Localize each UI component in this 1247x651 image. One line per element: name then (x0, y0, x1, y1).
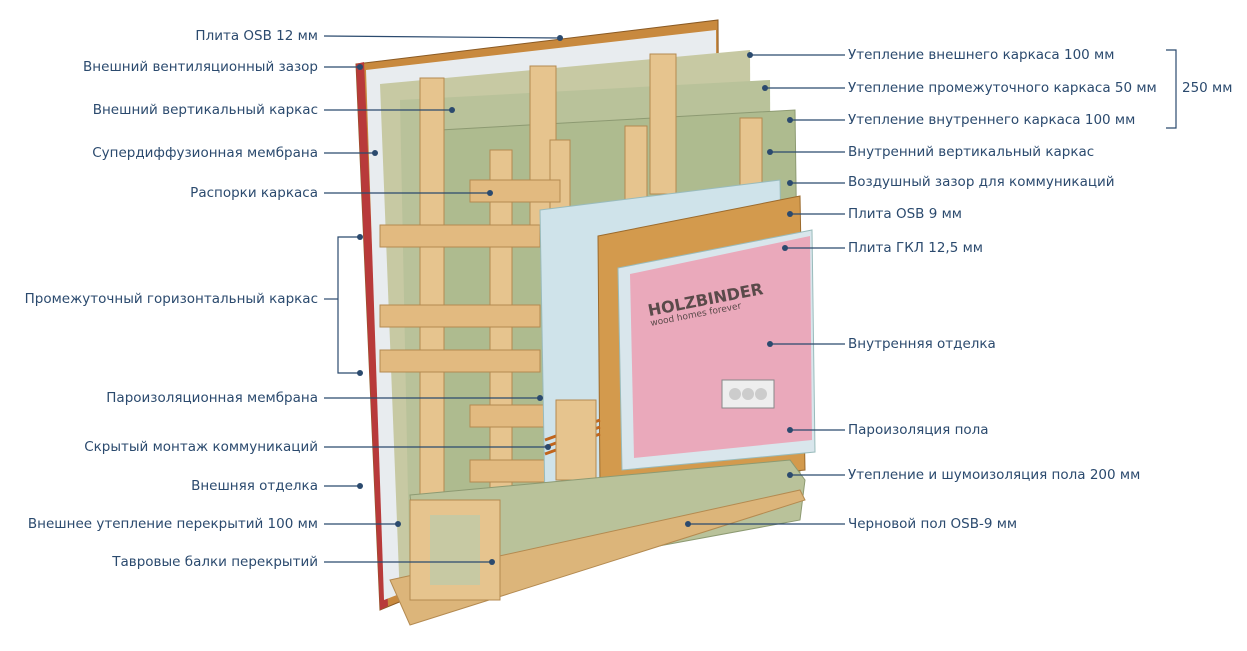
leader-dots (357, 35, 793, 565)
label-osb-9: Плита OSB 9 мм (848, 206, 962, 222)
label-floor-vapor-barrier: Пароизоляция пола (848, 422, 989, 438)
label-middle-insulation: Утепление промежуточного каркаса 50 мм (848, 80, 1157, 96)
label-outer-vertical-frame: Внешний вертикальный каркас (92, 102, 318, 118)
label-t-beams: Тавровые балки перекрытий (112, 554, 318, 570)
label-floor-insulation: Утепление и шумоизоляция пола 200 мм (848, 467, 1141, 483)
label-superdiffusion-membrane: Супердиффузионная мембрана (92, 145, 318, 161)
leader-lines (323, 35, 1177, 563)
label-air-gap: Воздушный зазор для коммуникаций (848, 174, 1115, 190)
inner-finish (630, 236, 812, 458)
horizontal-frame (379, 179, 561, 483)
socket-block (721, 379, 775, 409)
label-ventilation-gap: Внешний вентиляционный зазор (83, 59, 318, 75)
label-inner-finish: Внутренняя отделка (848, 336, 996, 352)
label-outer-insulation: Утепление внешнего каркаса 100 мм (848, 47, 1115, 63)
label-osb-12: Плита OSB 12 мм (195, 28, 318, 44)
label-outer-finish: Внешняя отделка (191, 478, 318, 494)
label-total-insulation: 250 мм (1182, 80, 1233, 96)
label-vapor-membrane: Пароизоляционная мембрана (106, 390, 318, 406)
label-frame-spacers: Распорки каркаса (190, 185, 318, 201)
label-inner-insulation: Утепление внутреннего каркаса 100 мм (848, 112, 1136, 128)
label-outer-floor-insulation: Внешнее утепление перекрытий 100 мм (27, 516, 318, 532)
label-inner-vertical-frame: Внутренний вертикальный каркас (848, 144, 1095, 160)
label-drywall: Плита ГКЛ 12,5 мм (848, 240, 983, 256)
label-subfloor-osb: Черновой пол OSB-9 мм (848, 516, 1018, 532)
label-hidden-communications: Скрытый монтаж коммуникаций (84, 439, 318, 455)
label-intermediate-horizontal-frame: Промежуточный горизонтальный каркас (24, 291, 318, 307)
